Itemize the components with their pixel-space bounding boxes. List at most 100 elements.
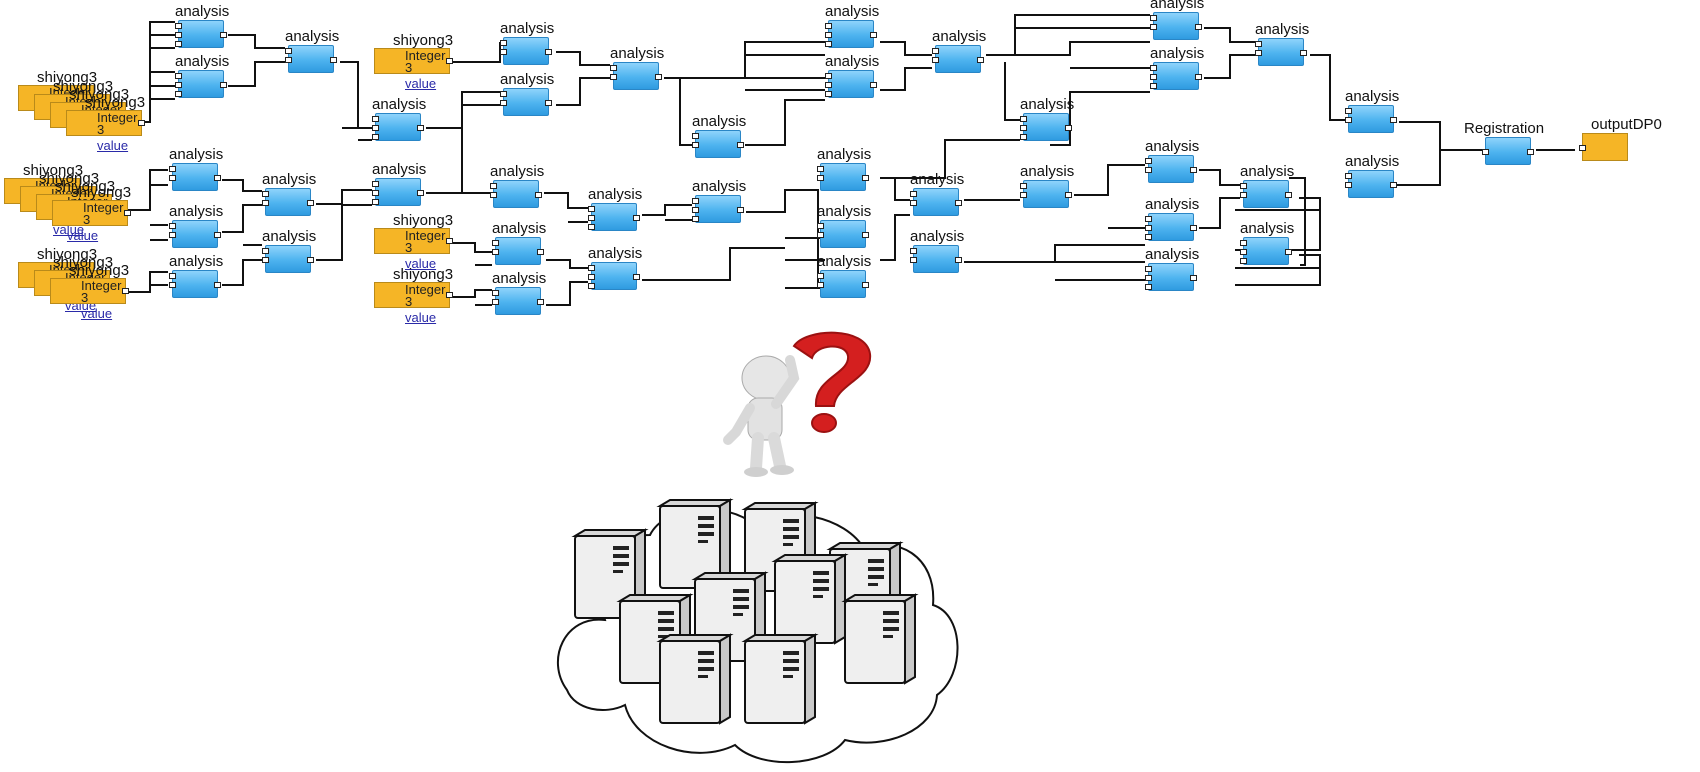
input-port[interactable]	[1150, 24, 1157, 30]
input-port[interactable]	[1150, 74, 1157, 80]
input-port[interactable]	[817, 282, 824, 288]
input-port[interactable]	[372, 134, 379, 140]
analysis-node[interactable]: analysis	[910, 172, 964, 216]
analysis-node[interactable]: analysis	[500, 21, 554, 65]
input-port[interactable]	[692, 133, 699, 139]
input-port[interactable]	[492, 240, 499, 246]
input-port[interactable]	[169, 232, 176, 238]
output-port[interactable]	[417, 190, 424, 196]
output-port[interactable]	[1195, 24, 1202, 30]
output-port[interactable]	[122, 288, 129, 294]
input-port[interactable]	[588, 265, 595, 271]
input-port[interactable]	[490, 183, 497, 189]
output-port[interactable]	[535, 192, 542, 198]
input-port[interactable]	[1020, 183, 1027, 189]
output-port[interactable]	[220, 32, 227, 38]
input-port[interactable]	[1145, 158, 1152, 164]
input-port[interactable]	[175, 41, 182, 47]
input-port[interactable]	[588, 274, 595, 280]
input-port[interactable]	[1345, 117, 1352, 123]
analysis-node[interactable]: analysis	[1345, 154, 1399, 198]
analysis-node[interactable]: analysis	[372, 97, 426, 141]
analysis-node[interactable]: analysis	[1145, 247, 1199, 291]
input-port[interactable]	[1150, 65, 1157, 71]
input-port[interactable]	[169, 282, 176, 288]
output-port[interactable]	[1065, 125, 1072, 131]
output-port[interactable]	[955, 200, 962, 206]
input-port[interactable]	[1255, 41, 1262, 47]
input-port[interactable]	[910, 200, 917, 206]
input-port[interactable]	[825, 32, 832, 38]
output-port[interactable]	[138, 120, 145, 126]
output-port[interactable]	[214, 282, 221, 288]
analysis-node[interactable]: analysis	[1255, 22, 1309, 66]
output-port[interactable]	[417, 125, 424, 131]
analysis-node[interactable]: analysis	[1145, 197, 1199, 241]
input-port[interactable]	[1150, 83, 1157, 89]
analysis-node[interactable]: analysis	[500, 72, 554, 116]
input-port[interactable]	[825, 73, 832, 79]
analysis-node[interactable]: analysis	[1020, 97, 1074, 141]
input-port[interactable]	[492, 249, 499, 255]
input-port[interactable]	[1145, 234, 1152, 240]
analysis-node[interactable]: analysis	[910, 229, 964, 273]
input-port[interactable]	[692, 198, 699, 204]
value-link[interactable]: value	[405, 256, 437, 271]
input-port[interactable]	[372, 116, 379, 122]
input-port[interactable]	[932, 48, 939, 54]
input-port[interactable]	[372, 181, 379, 187]
output-port[interactable]	[1285, 249, 1292, 255]
input-port[interactable]	[817, 166, 824, 172]
input-port[interactable]	[588, 283, 595, 289]
analysis-node[interactable]: analysis	[175, 54, 229, 98]
input-port[interactable]	[262, 191, 269, 197]
input-port[interactable]	[175, 91, 182, 97]
input-port[interactable]	[492, 299, 499, 305]
input-port[interactable]	[490, 192, 497, 198]
input-port[interactable]	[817, 232, 824, 238]
output-port[interactable]	[870, 32, 877, 38]
analysis-node[interactable]: analysis	[175, 4, 229, 48]
analysis-node[interactable]: analysis	[817, 147, 871, 191]
output-port[interactable]	[537, 299, 544, 305]
output-port[interactable]	[655, 74, 662, 80]
output-port[interactable]	[446, 58, 453, 64]
analysis-node[interactable]: analysis	[1240, 164, 1294, 208]
input-port[interactable]	[825, 91, 832, 97]
output-port[interactable]	[1527, 149, 1534, 155]
analysis-node[interactable]: analysis	[169, 254, 223, 298]
output-port[interactable]	[1300, 50, 1307, 56]
output-port[interactable]	[737, 142, 744, 148]
output-port[interactable]	[537, 249, 544, 255]
output-port[interactable]	[220, 82, 227, 88]
input-port[interactable]	[1145, 167, 1152, 173]
input-port[interactable]	[825, 23, 832, 29]
analysis-node[interactable]: analysis	[169, 204, 223, 248]
input-port[interactable]	[910, 257, 917, 263]
output-port[interactable]	[1190, 275, 1197, 281]
output-port[interactable]	[977, 57, 984, 63]
input-port[interactable]	[500, 40, 507, 46]
input-port[interactable]	[1020, 116, 1027, 122]
input-port[interactable]	[588, 215, 595, 221]
output-port[interactable]	[955, 257, 962, 263]
input-port[interactable]	[1240, 258, 1247, 264]
output-port[interactable]	[1065, 192, 1072, 198]
analysis-node[interactable]: analysis	[825, 4, 879, 48]
input-port[interactable]	[817, 273, 824, 279]
input-port[interactable]	[175, 32, 182, 38]
analysis-node[interactable]: analysis	[817, 254, 871, 298]
output-port[interactable]	[870, 82, 877, 88]
input-port[interactable]	[825, 41, 832, 47]
analysis-node[interactable]: analysis	[1345, 89, 1399, 133]
input-port[interactable]	[910, 191, 917, 197]
output-port[interactable]	[545, 100, 552, 106]
analysis-node[interactable]: analysis	[692, 179, 746, 223]
analysis-node[interactable]: analysis	[492, 271, 546, 315]
input-port[interactable]	[588, 224, 595, 230]
input-port[interactable]	[1240, 240, 1247, 246]
output-port[interactable]	[214, 232, 221, 238]
output-port[interactable]	[737, 207, 744, 213]
